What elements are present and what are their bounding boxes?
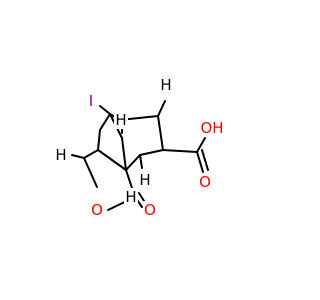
bond bbox=[99, 105, 111, 115]
bond bbox=[99, 113, 111, 131]
bond bbox=[71, 154, 85, 159]
atom-label-background bbox=[114, 111, 128, 129]
atom-label-oh: OH bbox=[200, 119, 223, 137]
bond bbox=[196, 151, 204, 173]
atom-label-background bbox=[124, 188, 138, 206]
atom-label-background bbox=[90, 201, 104, 219]
bond bbox=[201, 149, 209, 171]
bond bbox=[83, 157, 98, 188]
bond bbox=[196, 137, 206, 153]
atom-label-h1: H bbox=[115, 111, 126, 129]
atom-label-h5: H bbox=[125, 188, 136, 206]
atom-label-background bbox=[200, 119, 224, 137]
bond bbox=[162, 149, 198, 153]
atom-label-h2: H bbox=[160, 76, 171, 94]
bond bbox=[139, 149, 164, 156]
bond bbox=[157, 115, 164, 151]
bond bbox=[97, 129, 101, 151]
atom-label-o2: O bbox=[144, 201, 156, 219]
atom-label-background bbox=[143, 201, 157, 219]
atom-label-i: I bbox=[89, 92, 93, 110]
bond bbox=[157, 100, 166, 117]
bond bbox=[121, 137, 127, 171]
atom-label-background bbox=[159, 76, 173, 94]
atom-label-background bbox=[198, 173, 212, 191]
bond bbox=[125, 154, 141, 171]
atom-label-background bbox=[138, 171, 152, 189]
bond bbox=[139, 154, 143, 169]
atom-label-h4: H bbox=[139, 171, 150, 189]
atom-label-o3: O bbox=[199, 173, 211, 191]
bond bbox=[83, 149, 99, 159]
atom-label-background bbox=[84, 92, 98, 110]
bond-layer bbox=[71, 100, 209, 211]
atom-label-o1: O bbox=[91, 201, 103, 219]
atom-label-background bbox=[54, 146, 68, 164]
bond bbox=[97, 149, 127, 171]
atom-label-h3: H bbox=[55, 146, 66, 164]
